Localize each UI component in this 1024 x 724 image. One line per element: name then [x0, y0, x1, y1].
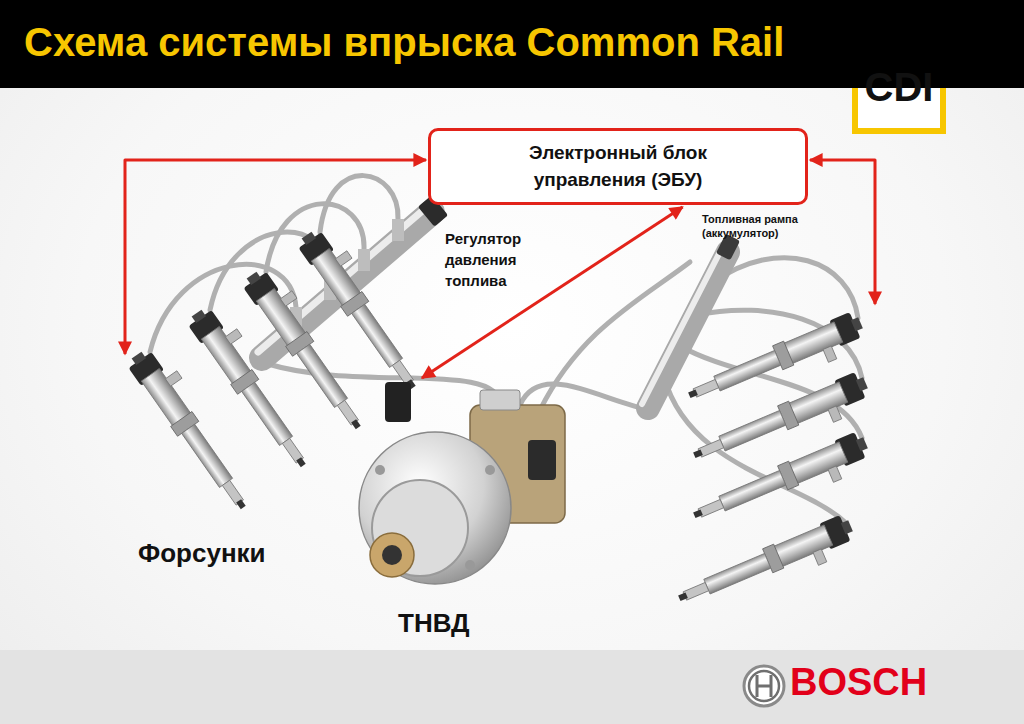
part-label: Топливная рампа (аккумулятор): [702, 213, 832, 241]
diagram-title: Схема системы впрыска Common Rail: [24, 18, 784, 66]
pump: [465, 560, 475, 570]
pump: [528, 440, 556, 480]
pump: [359, 432, 511, 584]
pump: [480, 390, 520, 410]
pump: [370, 533, 414, 577]
left-injectors: [125, 341, 263, 515]
brand-logo: BOSCH: [790, 662, 980, 704]
part-label: Регулятор давления топлива: [445, 228, 555, 291]
pump: [359, 382, 565, 584]
left-rail: [392, 219, 404, 241]
right-injectors: [674, 310, 875, 621]
logo-text: CDI: [852, 64, 946, 110]
bosch-emblem: [749, 671, 779, 701]
right-rail: [642, 248, 722, 404]
left-rail: [358, 249, 370, 271]
signal-arrow: [125, 160, 426, 354]
pump: [372, 480, 468, 576]
bosch-emblem: [757, 675, 771, 697]
left-pipes: [320, 176, 398, 232]
pump: [485, 465, 495, 475]
left-pipes: [268, 364, 500, 405]
pump: [385, 382, 411, 422]
part-label: ТНВД: [398, 608, 538, 639]
signal-arrow: [810, 160, 875, 304]
part-label: Форсунки: [138, 538, 338, 569]
right-pipes: [520, 258, 862, 523]
signal-arrow: [422, 207, 683, 378]
right-injectors: [674, 513, 860, 621]
footer-band: [0, 650, 1024, 724]
bosch-emblem: [744, 666, 784, 706]
pump: [375, 465, 385, 475]
pump: [382, 545, 402, 565]
ecu-box: Электронный блок управления (ЭБУ): [428, 128, 808, 205]
bosch-emblem: [744, 666, 784, 706]
box-text: Электронный блок управления (ЭБУ): [488, 140, 748, 193]
